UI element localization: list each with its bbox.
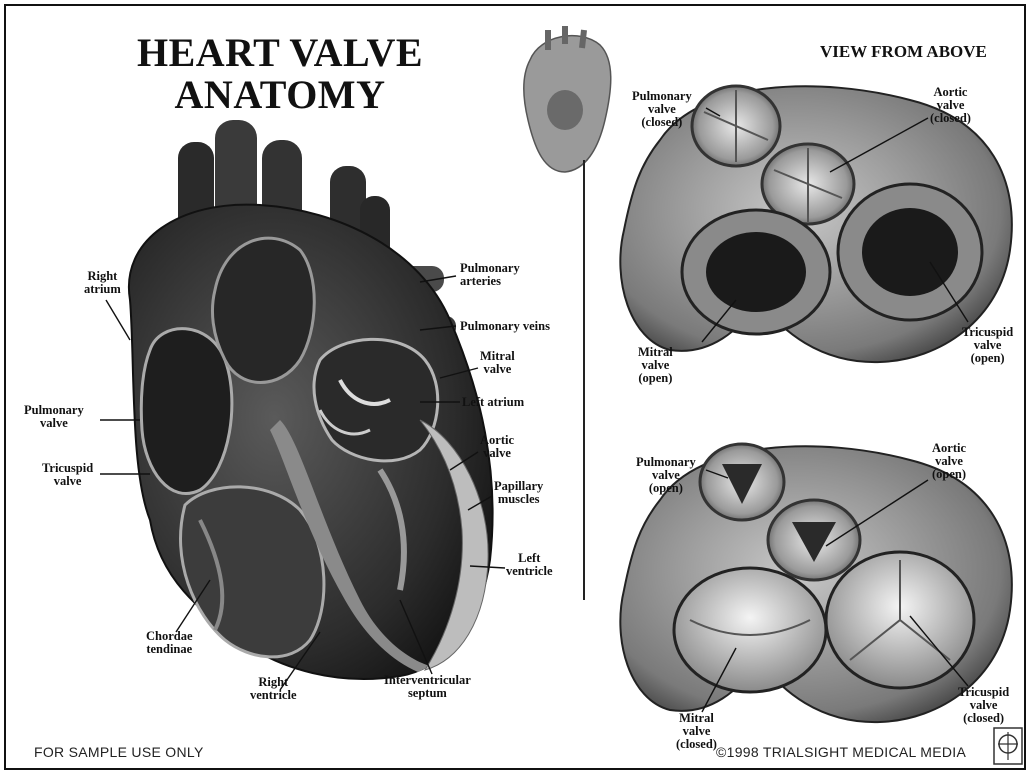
page-title: HEART VALVE ANATOMY <box>120 32 440 116</box>
label-papillary-muscles: Papillary muscles <box>494 480 543 506</box>
label-pulmonary-valve: Pulmonary valve <box>24 404 84 430</box>
label-right-ventricle: Right ventricle <box>250 676 297 702</box>
view-from-above-title: VIEW FROM ABOVE <box>820 42 987 62</box>
label-chordae-tendinae: Chordae tendinae <box>146 630 193 656</box>
footer-copyright: ©1998 TRIALSIGHT MEDICAL MEDIA <box>716 744 966 760</box>
label-aortic-valve: Aortic valve <box>480 434 514 460</box>
label-interventricular-septum: Interventricular septum <box>384 674 471 700</box>
label-tricuspid-valve: Tricuspid valve <box>42 462 93 488</box>
footer-sample-notice: FOR SAMPLE USE ONLY <box>34 744 204 760</box>
publisher-logo <box>994 728 1022 764</box>
top-label-mitral-valve: Mitral valve (open) <box>638 346 673 385</box>
label-pulmonary-arteries: Pulmonary arteries <box>460 262 520 288</box>
right-atrium-chamber <box>141 329 232 494</box>
bottom-label-tricuspid-valve: Tricuspid valve (closed) <box>958 686 1009 725</box>
heart-cutaway-illustration <box>129 120 493 679</box>
bottom-label-mitral-valve: Mitral valve (closed) <box>676 712 717 751</box>
upper-chamber <box>212 238 314 382</box>
top-label-tricuspid-valve: Tricuspid valve (open) <box>962 326 1013 365</box>
right-ventricle-chamber <box>181 487 324 657</box>
label-mitral-valve: Mitral valve <box>480 350 515 376</box>
label-right-atrium: Right atrium <box>84 270 121 296</box>
top-label-aortic-valve: Aortic valve (closed) <box>930 86 971 125</box>
left-atrium-chamber <box>314 339 438 461</box>
bottom-label-aortic-valve: Aortic valve (open) <box>932 442 966 481</box>
label-left-atrium: Left atrium <box>462 396 524 409</box>
label-pulmonary-veins: Pulmonary veins <box>460 320 550 333</box>
top-label-pulmonary-valve: Pulmonary valve (closed) <box>632 90 692 129</box>
bottom-label-pulmonary-valve: Pulmonary valve (open) <box>636 456 696 495</box>
label-left-ventricle: Left ventricle <box>506 552 553 578</box>
inset-heart-thumbnail <box>524 26 611 172</box>
